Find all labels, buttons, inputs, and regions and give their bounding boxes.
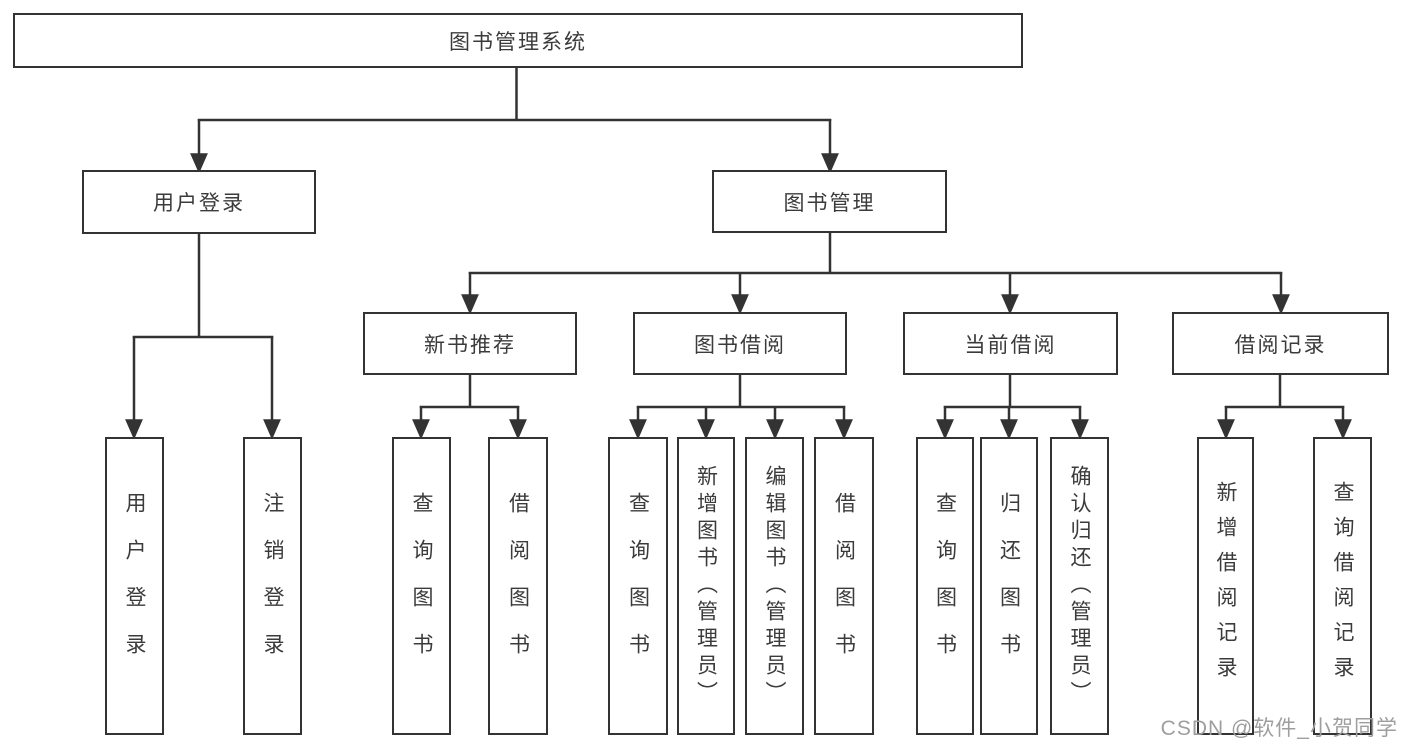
leaf-query-books: 查询图书 bbox=[392, 437, 451, 735]
leaf-label: 查询图书 bbox=[626, 492, 650, 680]
node-library-management-system: 图书管理系统 bbox=[13, 13, 1023, 68]
leaf-query-books: 查询图书 bbox=[916, 437, 974, 735]
node-label: 图书管理 bbox=[783, 191, 876, 215]
leaf-query-books: 查询图书 bbox=[608, 437, 668, 735]
leaf-confirm-return-admin: 确认归还（管理员） bbox=[1050, 437, 1109, 735]
node-user-login: 用户登录 bbox=[82, 170, 316, 234]
leaf-edit-books-admin: 编辑图书（管理员） bbox=[745, 437, 804, 735]
leaf-borrow-books: 借阅图书 bbox=[814, 437, 874, 735]
leaf-label: 新增借阅记录 bbox=[1214, 481, 1237, 691]
csdn-watermark: CSDN @软件_小贺同学 bbox=[1160, 717, 1398, 740]
leaf-label: 新增图书（管理员） bbox=[694, 464, 718, 708]
leaf-label: 查询图书 bbox=[933, 492, 957, 680]
leaf-label: 借阅图书 bbox=[832, 492, 856, 680]
leaf-return-books: 归还图书 bbox=[980, 437, 1038, 735]
leaf-label: 归还图书 bbox=[997, 492, 1021, 680]
leaf-borrow-books: 借阅图书 bbox=[488, 437, 548, 735]
node-book-management: 图书管理 bbox=[712, 170, 947, 233]
leaf-add-books-admin: 新增图书（管理员） bbox=[677, 437, 735, 735]
leaf-label: 编辑图书（管理员） bbox=[763, 464, 786, 708]
leaf-logout: 注销登录 bbox=[243, 437, 302, 735]
node-label: 用户登录 bbox=[153, 192, 245, 215]
node-label: 图书借阅 bbox=[694, 333, 786, 357]
node-current-borrowing: 当前借阅 bbox=[903, 312, 1118, 375]
node-label: 当前借阅 bbox=[964, 333, 1057, 357]
node-new-book-recommendation: 新书推荐 bbox=[363, 312, 577, 375]
leaf-label: 查询借阅记录 bbox=[1331, 481, 1354, 691]
node-label: 新书推荐 bbox=[424, 333, 516, 357]
node-label: 借阅记录 bbox=[1234, 333, 1327, 357]
leaf-label: 确认归还（管理员） bbox=[1068, 464, 1091, 708]
node-label: 图书管理系统 bbox=[449, 30, 587, 54]
node-book-borrowing: 图书借阅 bbox=[633, 312, 847, 375]
leaf-label: 查询图书 bbox=[410, 492, 433, 680]
leaf-query-borrow-record: 查询借阅记录 bbox=[1313, 437, 1372, 735]
leaf-add-borrow-record: 新增借阅记录 bbox=[1197, 437, 1254, 735]
leaf-label: 用户登录 bbox=[123, 492, 146, 680]
leaf-label: 借阅图书 bbox=[506, 492, 530, 680]
node-borrowing-records: 借阅记录 bbox=[1172, 312, 1389, 375]
leaf-user-login: 用户登录 bbox=[105, 437, 164, 735]
leaf-label: 注销登录 bbox=[261, 492, 284, 680]
